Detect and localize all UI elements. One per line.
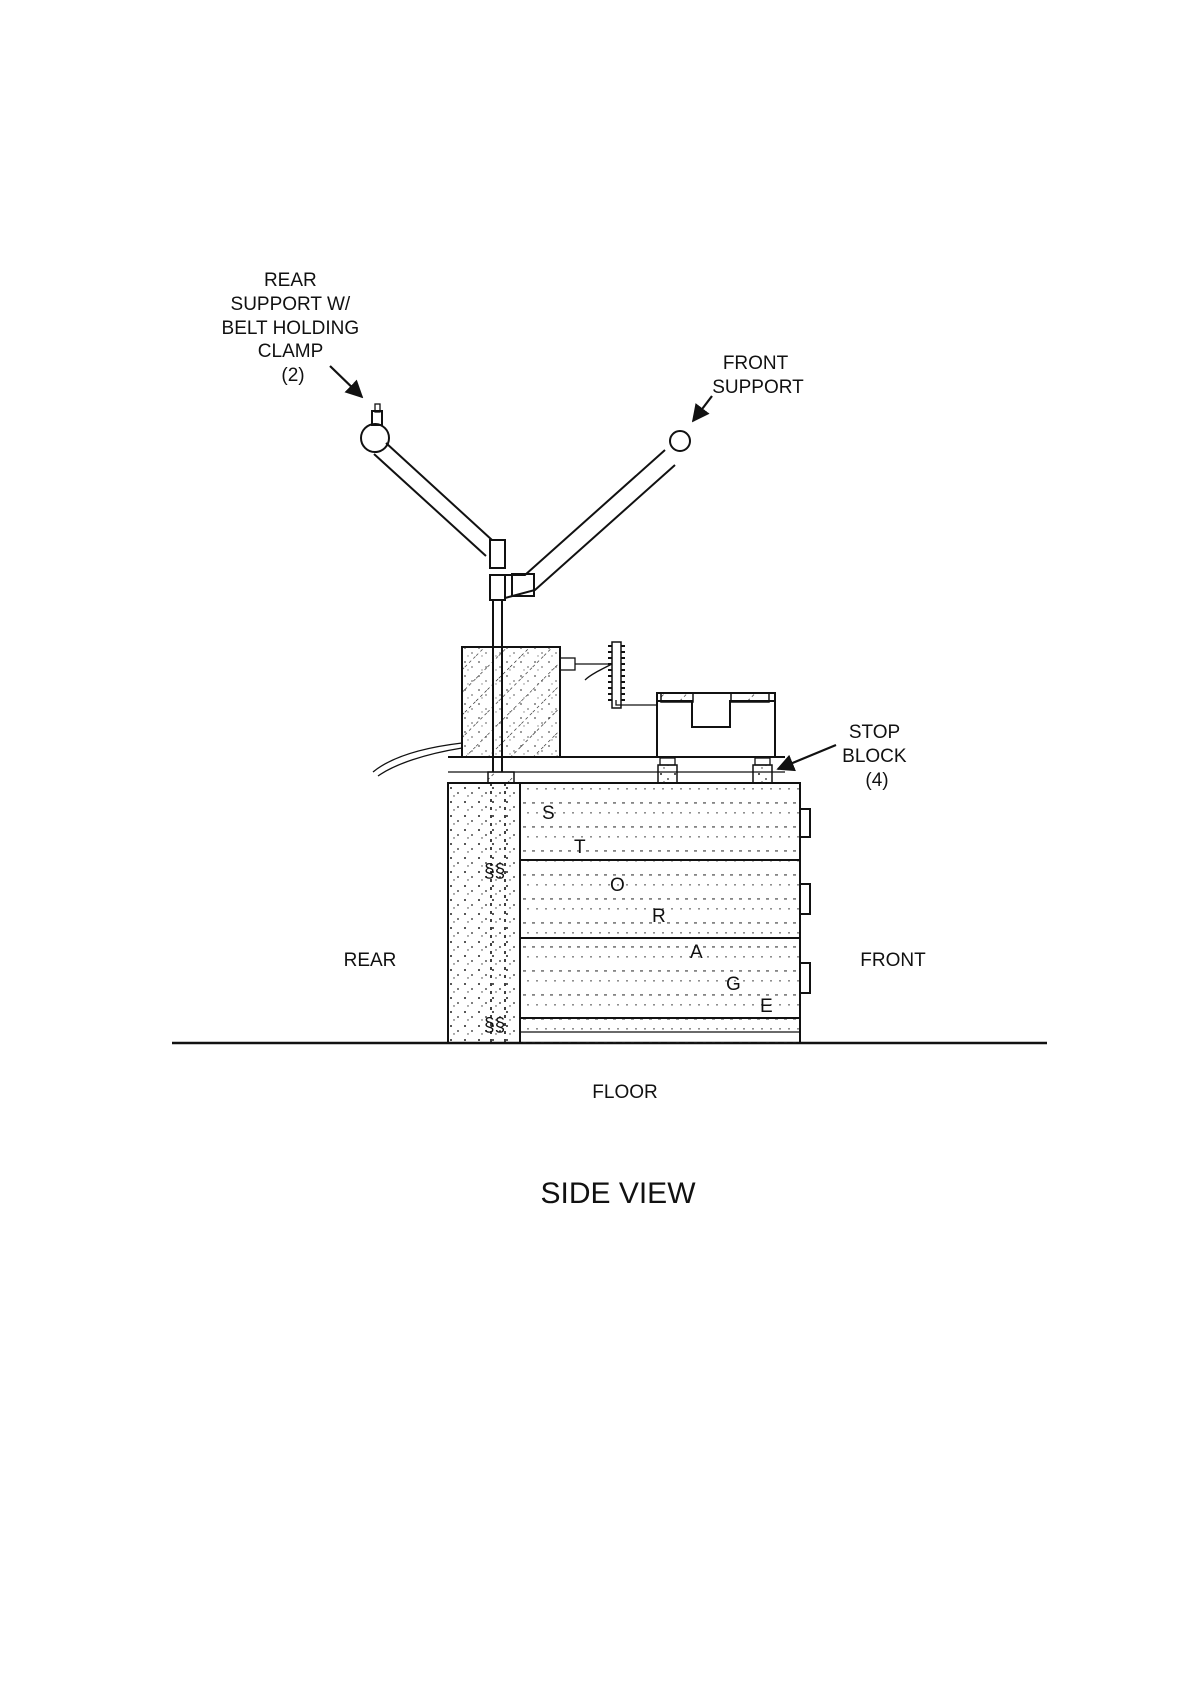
storage-letter: O <box>610 875 625 896</box>
stop-block <box>658 758 677 783</box>
svg-text:§§: §§ <box>484 861 505 882</box>
front-support-arm <box>502 431 690 598</box>
floor-label: FLOOR <box>592 1082 657 1103</box>
svg-text:§§: §§ <box>484 1015 505 1036</box>
stop-block-arrow <box>778 745 836 769</box>
front-label: FRONT <box>860 950 926 971</box>
drawer-handle-icon <box>800 963 810 993</box>
front-support-label: FRONT SUPPORT <box>712 353 804 398</box>
storage-letter: G <box>726 974 741 995</box>
rear-support-arrow <box>330 366 362 397</box>
rear-support-label: REAR SUPPORT W/ BELT HOLDING CLAMP (2) <box>222 270 365 386</box>
power-cord <box>373 743 462 776</box>
front-support-arrow <box>693 396 712 421</box>
stop-block <box>753 758 772 783</box>
gear-icon <box>575 642 625 708</box>
storage-letter: T <box>574 837 586 858</box>
diagram-title: SIDE VIEW <box>540 1177 696 1210</box>
storage-letter: E <box>760 996 773 1017</box>
storage-letter: A <box>690 942 703 963</box>
rear-support-arm <box>361 404 492 556</box>
rear-label: REAR <box>344 950 397 971</box>
storage-letter: R <box>652 906 666 927</box>
belt-cradle <box>616 693 775 757</box>
storage-letter: S <box>542 803 555 824</box>
drawer-handle-icon <box>800 809 810 837</box>
stop-block-label: STOP BLOCK (4) <box>842 722 912 791</box>
base-plate <box>448 757 785 783</box>
storage-cabinet: §§ §§ <box>448 783 810 1043</box>
motor-housing <box>462 647 575 757</box>
drawer-handle-icon <box>800 884 810 914</box>
